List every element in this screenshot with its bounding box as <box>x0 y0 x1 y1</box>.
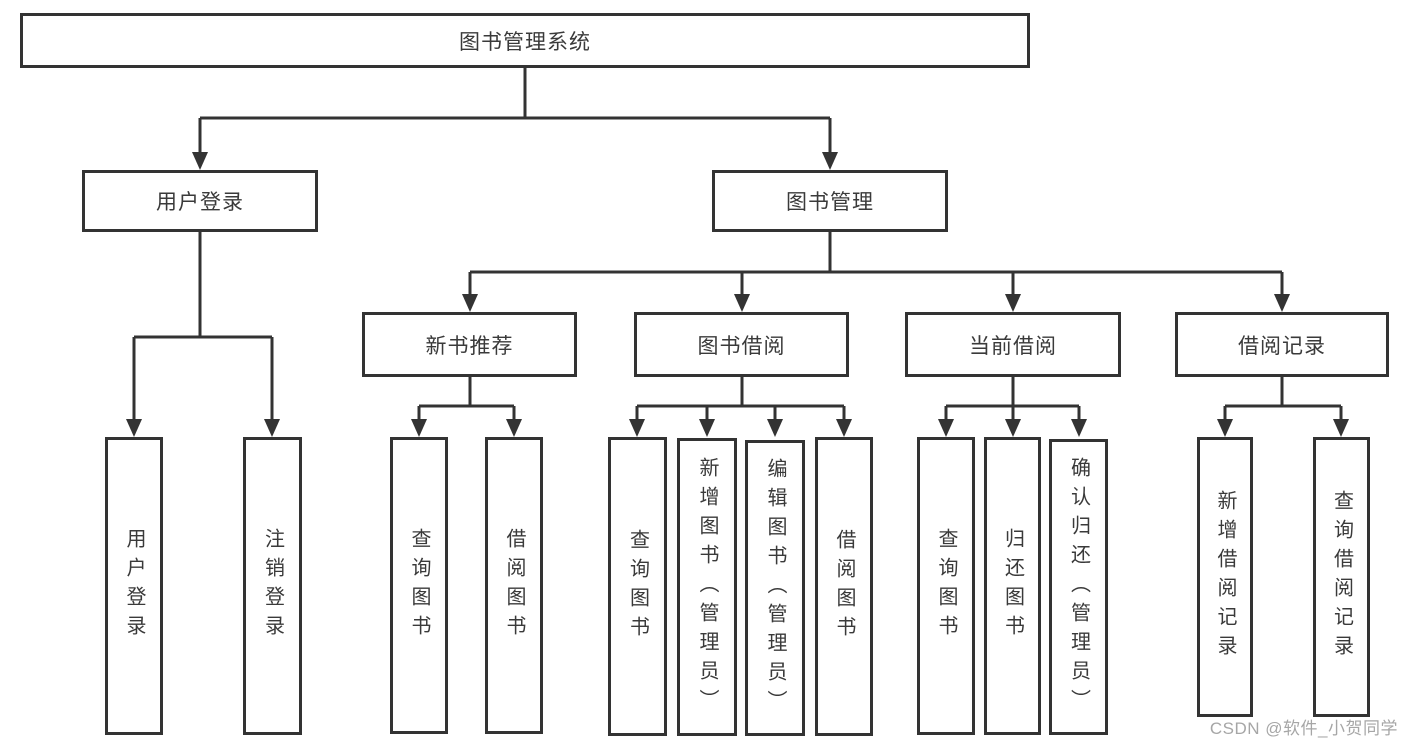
node-leaf-user-login-label: 用户登录 <box>123 528 145 644</box>
node-bb-query-book-label: 查询图书 <box>626 528 649 645</box>
node-book-management-label: 图书管理 <box>786 191 874 214</box>
node-cb-return-book-label: 归还图书 <box>1001 528 1024 644</box>
node-bb-borrow-book: 借阅图书 <box>815 437 873 736</box>
node-br-query-record-label: 查询借阅记录 <box>1330 490 1353 664</box>
node-bb-edit-book-label: 编辑图书（管理员） <box>764 457 786 719</box>
node-rec-borrow-book: 借阅图书 <box>485 437 543 734</box>
node-user-login-label: 用户登录 <box>156 191 244 214</box>
node-leaf-user-login: 用户登录 <box>105 437 163 735</box>
node-br-query-record: 查询借阅记录 <box>1313 437 1370 717</box>
node-rec-borrow-book-label: 借阅图书 <box>503 527 525 644</box>
node-library-system-label: 图书管理系统 <box>459 30 591 54</box>
node-cb-confirm-return: 确认归还（管理员） <box>1049 439 1108 735</box>
node-cb-query-book-label: 查询图书 <box>935 528 957 644</box>
node-user-login: 用户登录 <box>82 170 318 232</box>
node-book-management: 图书管理 <box>712 170 948 232</box>
node-library-system: 图书管理系统 <box>20 13 1030 68</box>
node-leaf-logout: 注销登录 <box>243 437 302 735</box>
node-leaf-logout-label: 注销登录 <box>261 528 284 644</box>
node-bb-borrow-book-label: 借阅图书 <box>833 528 855 645</box>
node-book-borrow: 图书借阅 <box>634 312 849 377</box>
node-bb-edit-book: 编辑图书（管理员） <box>745 440 805 736</box>
node-borrow-record: 借阅记录 <box>1175 312 1389 377</box>
node-bb-add-book-label: 新增图书（管理员） <box>696 456 718 718</box>
node-bb-query-book: 查询图书 <box>608 437 667 736</box>
node-current-borrow-label: 当前借阅 <box>969 334 1057 358</box>
node-rec-query-book-label: 查询图书 <box>408 527 430 644</box>
node-book-borrow-label: 图书借阅 <box>697 334 786 358</box>
node-cb-confirm-return-label: 确认归还（管理员） <box>1067 456 1090 718</box>
node-cb-query-book: 查询图书 <box>917 437 975 735</box>
node-br-add-record-label: 新增借阅记录 <box>1214 490 1236 664</box>
node-borrow-record-label: 借阅记录 <box>1238 334 1326 358</box>
node-new-book-recommend: 新书推荐 <box>362 312 577 377</box>
node-current-borrow: 当前借阅 <box>905 312 1121 377</box>
node-bb-add-book: 新增图书（管理员） <box>677 438 737 736</box>
node-br-add-record: 新增借阅记录 <box>1197 437 1253 717</box>
node-rec-query-book: 查询图书 <box>390 437 448 734</box>
csdn-watermark: CSDN @软件_小贺同学 <box>1209 719 1398 738</box>
node-new-book-recommend-label: 新书推荐 <box>425 334 514 358</box>
node-cb-return-book: 归还图书 <box>984 437 1041 735</box>
